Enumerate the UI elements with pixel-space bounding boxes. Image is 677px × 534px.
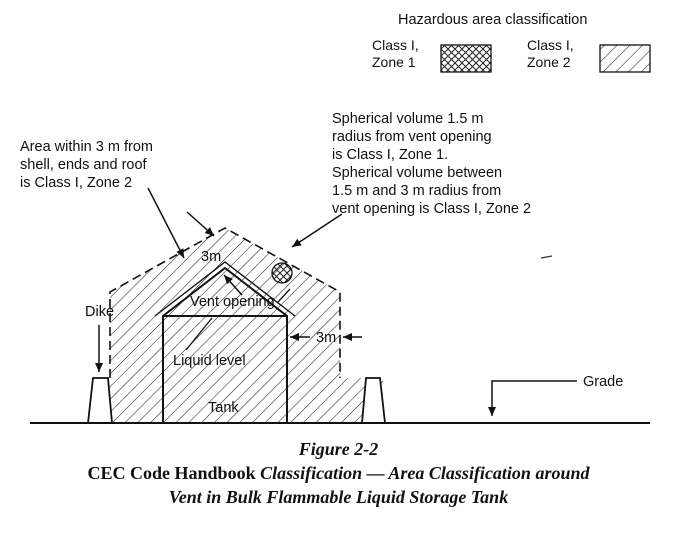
dim-top-arrow-outer <box>186 211 215 237</box>
legend-zone1-label-line2: Zone 1 <box>372 54 416 70</box>
grade-label: Grade <box>583 374 623 390</box>
scan-mark <box>540 255 553 259</box>
area-note: Area within 3 m from shell, ends and roo… <box>20 139 157 191</box>
tank-label: Tank <box>208 400 239 416</box>
figure-number: Figure 2-2 <box>298 439 379 459</box>
dike-left <box>87 377 113 424</box>
caption-line-1: CEC Code Handbook Classification — Area … <box>0 463 677 484</box>
zone2-boundary-dashed <box>109 227 341 378</box>
dim-side-label: 3m <box>316 330 336 346</box>
vent-opening-leader <box>277 288 291 303</box>
dike-right <box>361 377 386 424</box>
dim-top-arrow-inner <box>223 274 243 296</box>
legend-zone2-swatch <box>599 44 651 73</box>
caption-line-2: Vent in Bulk Flammable Liquid Storage Ta… <box>168 487 509 507</box>
liquid-level-label: Liquid level <box>173 353 246 369</box>
legend-zone1-swatch <box>440 44 492 73</box>
legend-zone2-label-line1: Class I, <box>527 37 574 53</box>
vent-zone1-sphere <box>271 262 293 284</box>
area-note-leader <box>147 187 185 259</box>
legend-zone1-label-line1: Class I, <box>372 37 419 53</box>
caption-source: CEC Code Handbook <box>87 463 261 483</box>
vent-opening-label: Vent opening <box>190 294 275 310</box>
legend-zone2-label-line2: Zone 2 <box>527 54 571 70</box>
vent-note-leader <box>291 213 343 248</box>
legend-title: Hazardous area classification <box>398 12 587 28</box>
dim-top-label: 3m <box>201 249 221 265</box>
caption-title-part1: Classification — Area Classification aro… <box>260 463 590 483</box>
tank-roof-outer <box>154 261 296 317</box>
liquid-level-leader <box>185 317 213 351</box>
vent-note: Spherical volume 1.5 m radius from vent … <box>332 111 531 217</box>
dike-label: Dike <box>85 304 114 320</box>
grade-arrow <box>488 380 577 416</box>
tank-shell <box>162 266 288 423</box>
